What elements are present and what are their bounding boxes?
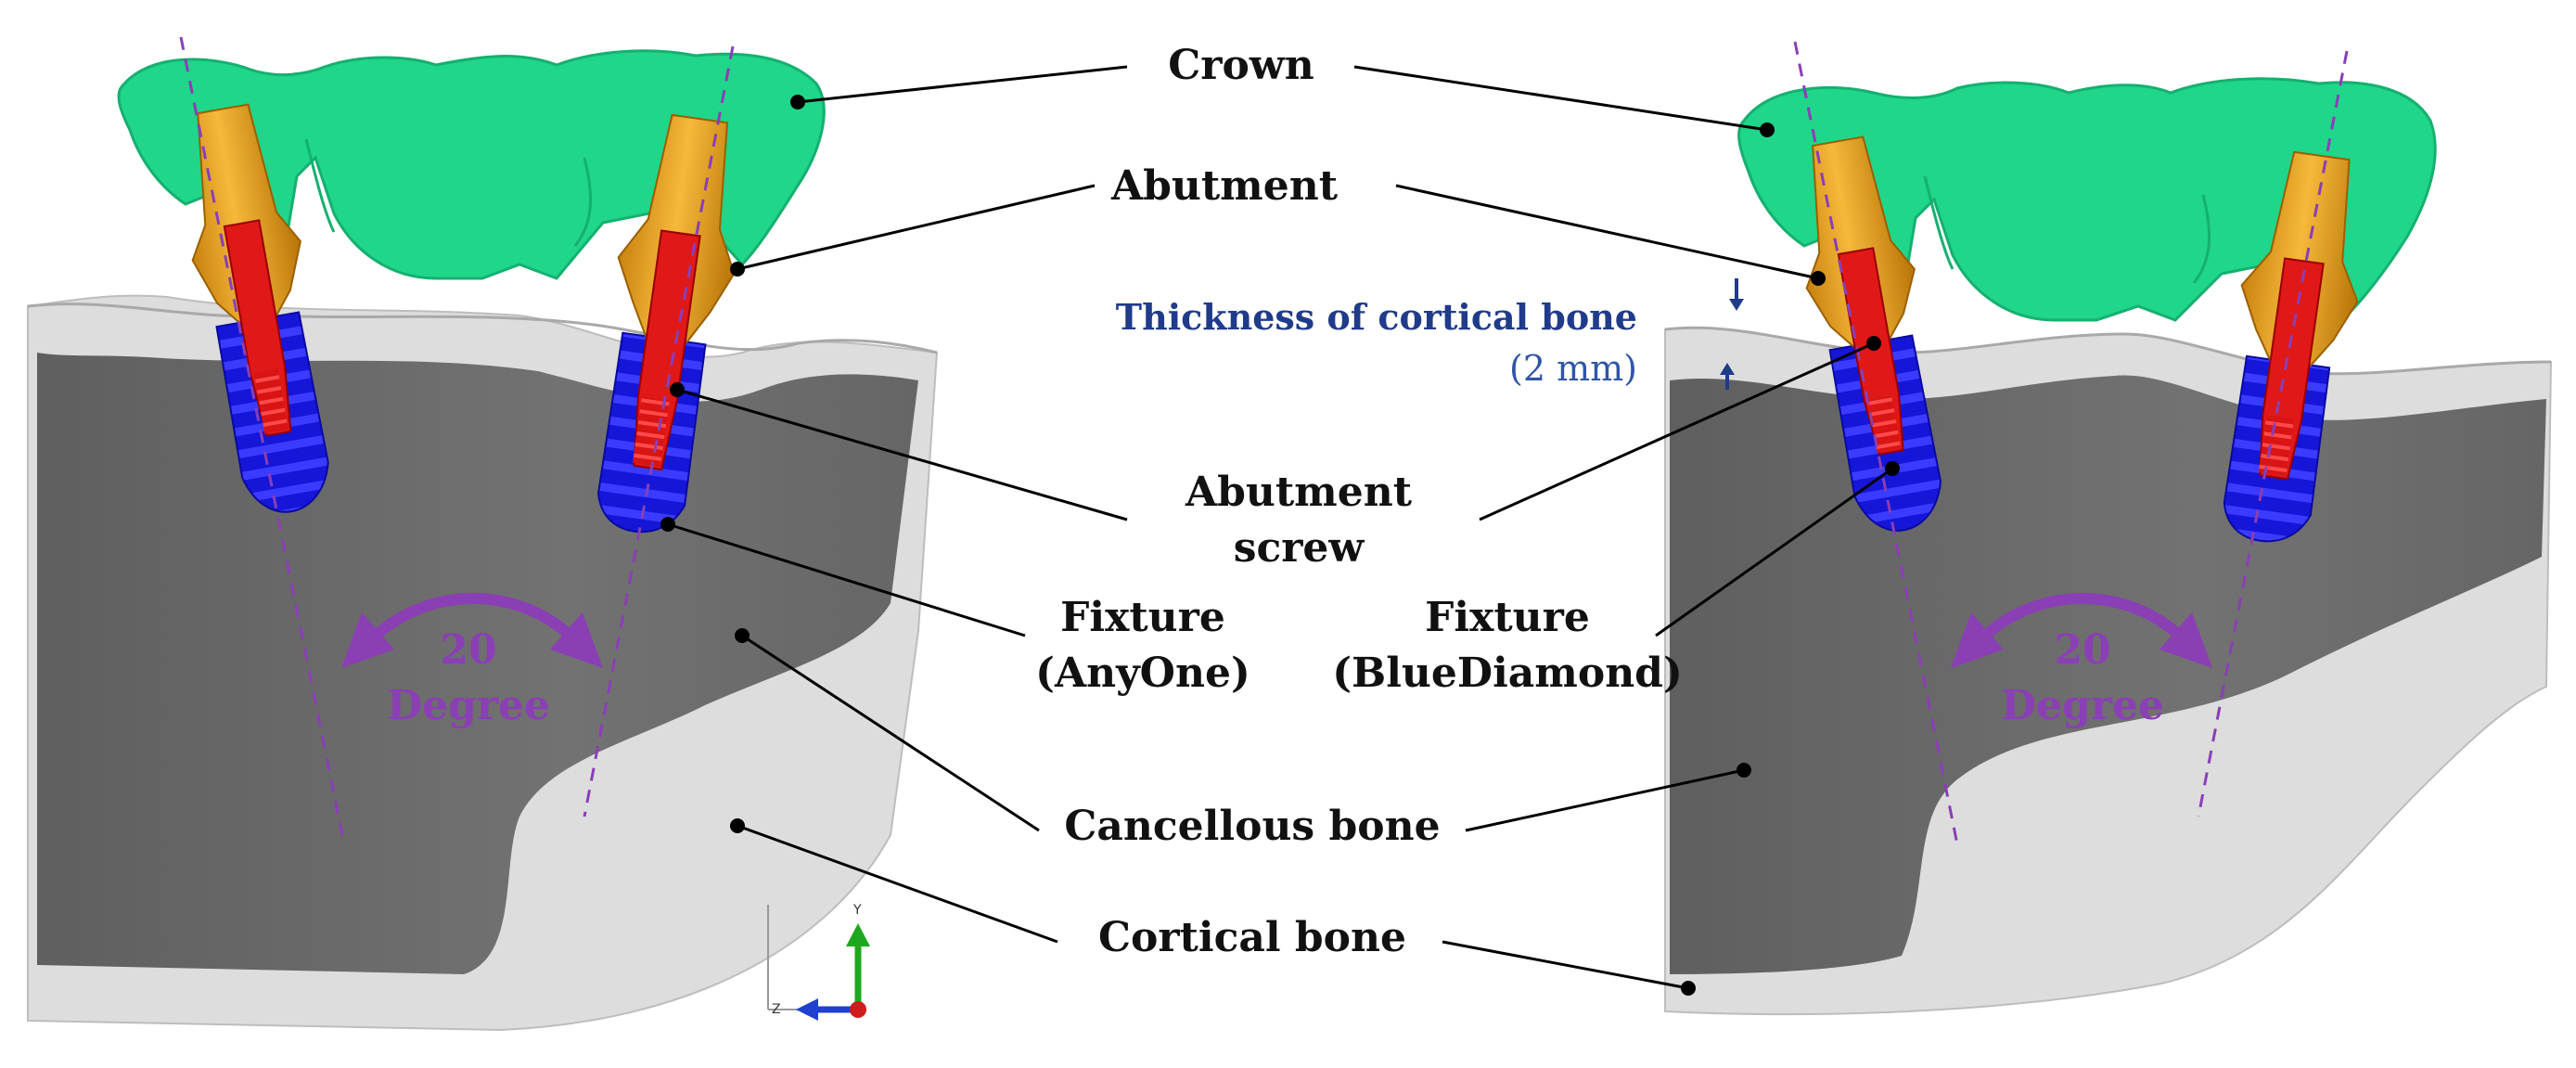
left-angle-arrow [341,593,603,668]
left-angle-value: 20 [440,626,496,674]
right-model: 20 Degree [1664,41,2553,1016]
label-fixture-bluediamond-2: (BlueDiamond) [1332,650,1683,697]
thickness-value: (2 mm) [1509,348,1637,389]
right-bone-rim [1664,326,2552,376]
label-fixture-anyone-2: (AnyOne) [1035,650,1250,697]
right-angle-unit: Degree [2001,682,2164,729]
label-cortical-bone: Cortical bone [1098,914,1406,961]
label-fixture-anyone-1: Fixture [1060,594,1225,641]
label-cancellous-bone: Cancellous bone [1064,803,1440,850]
left-model: 20 Degree Y Z [27,36,939,1032]
left-cancellous-bone [37,353,918,974]
right-tilted-implant [1805,135,1942,532]
right-axis-line-2 [2197,50,2349,817]
left-crown [117,49,826,280]
right-straight-implant [2223,150,2359,543]
label-fixture-bluediamond-1: Fixture [1425,594,1590,641]
left-bone-rim [27,302,938,354]
right-angle-value: 20 [2054,626,2110,674]
axis-y-label: Y [852,903,862,918]
label-crown: Crown [1168,42,1314,89]
label-abutment: Abutment [1110,162,1339,210]
leader-lines [667,65,1893,990]
label-abutment-screw-2: screw [1234,524,1365,572]
thickness-arrows [1720,278,1744,390]
axis-z-label: Z [772,1002,781,1017]
left-angle-unit: Degree [387,682,550,729]
right-crown [1737,77,2437,322]
leader-dots [660,95,1900,996]
left-axis-line-1 [179,36,345,841]
axis-triad: Y Z [767,903,870,1021]
left-axis-line-2 [583,45,735,817]
thickness-note: Thickness of cortical bone [1116,296,1637,338]
right-axis-line-1 [1793,41,1959,845]
right-angle-arrow [1951,593,2212,668]
label-abutment-screw-1: Abutment [1185,469,1413,516]
